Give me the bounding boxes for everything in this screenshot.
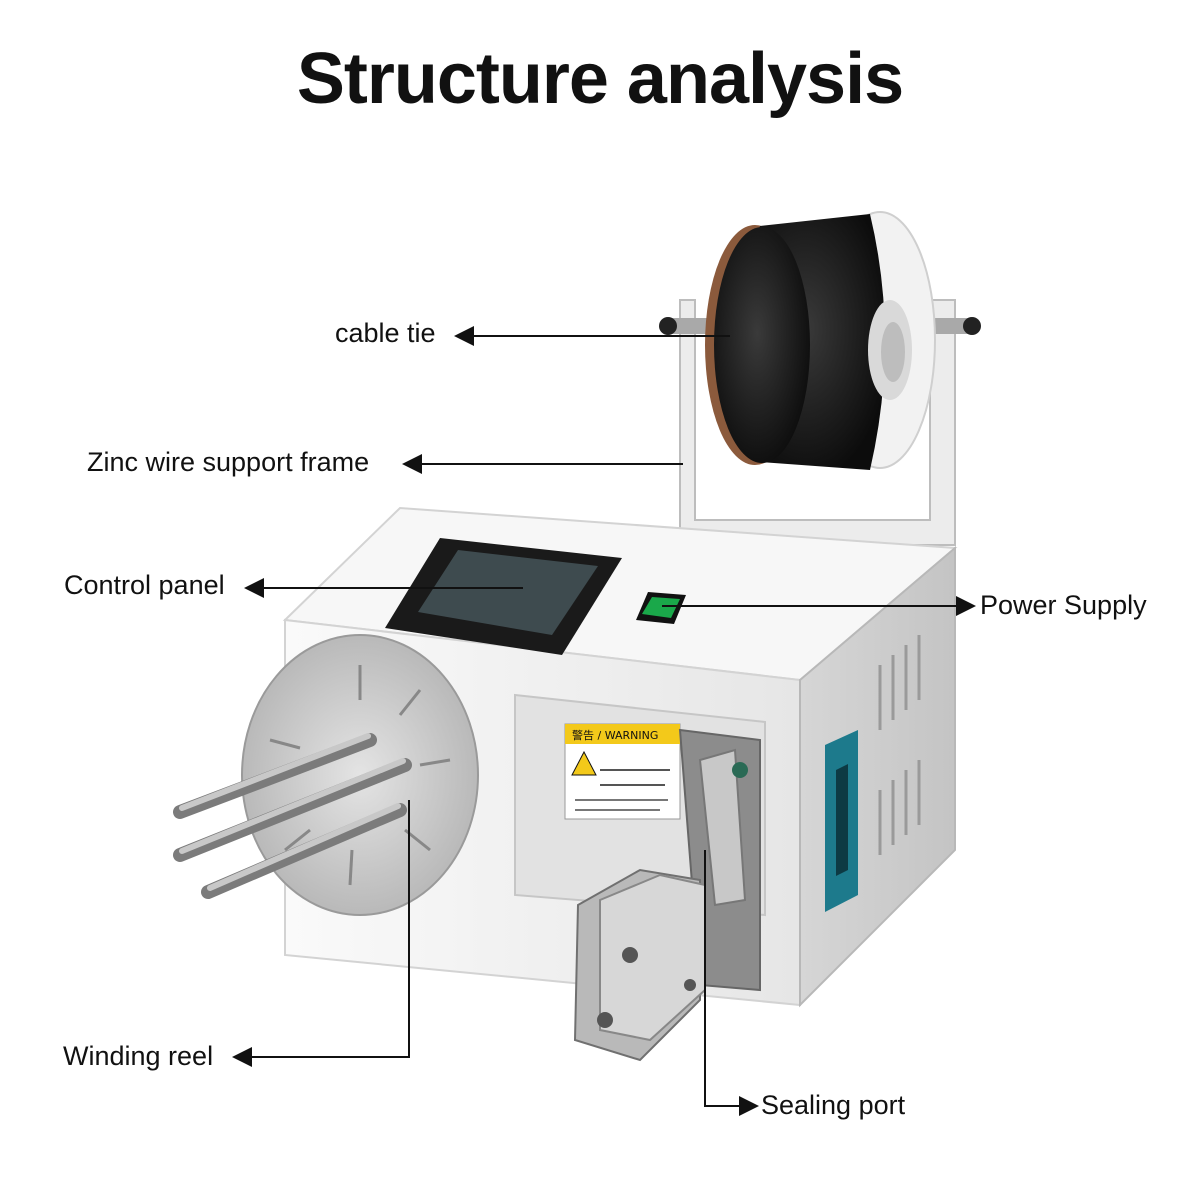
label-sealing-port: Sealing port bbox=[761, 1090, 906, 1120]
label-control-panel: Control panel bbox=[64, 570, 225, 600]
label-cable-tie: cable tie bbox=[335, 318, 436, 348]
power-switch bbox=[636, 592, 686, 624]
label-winding-reel: Winding reel bbox=[63, 1041, 214, 1071]
page-title: Structure analysis bbox=[296, 39, 904, 119]
leader-winding-reel bbox=[232, 800, 410, 1067]
touch-screen bbox=[385, 538, 622, 655]
label-zinc-wire-support-frame: Zinc wire support frame bbox=[87, 447, 370, 477]
cable-spool bbox=[705, 211, 936, 470]
label-power-supply: Power Supply bbox=[980, 590, 1147, 620]
winding-reel bbox=[173, 634, 479, 916]
sealing-jaw bbox=[573, 728, 761, 1062]
leader-sealing-port bbox=[704, 850, 759, 1116]
warning-sticker: 警告 / WARNING bbox=[564, 723, 681, 820]
warning-sticker-title: 警告 / WARNING bbox=[572, 728, 658, 742]
leader-lines bbox=[232, 326, 976, 1116]
